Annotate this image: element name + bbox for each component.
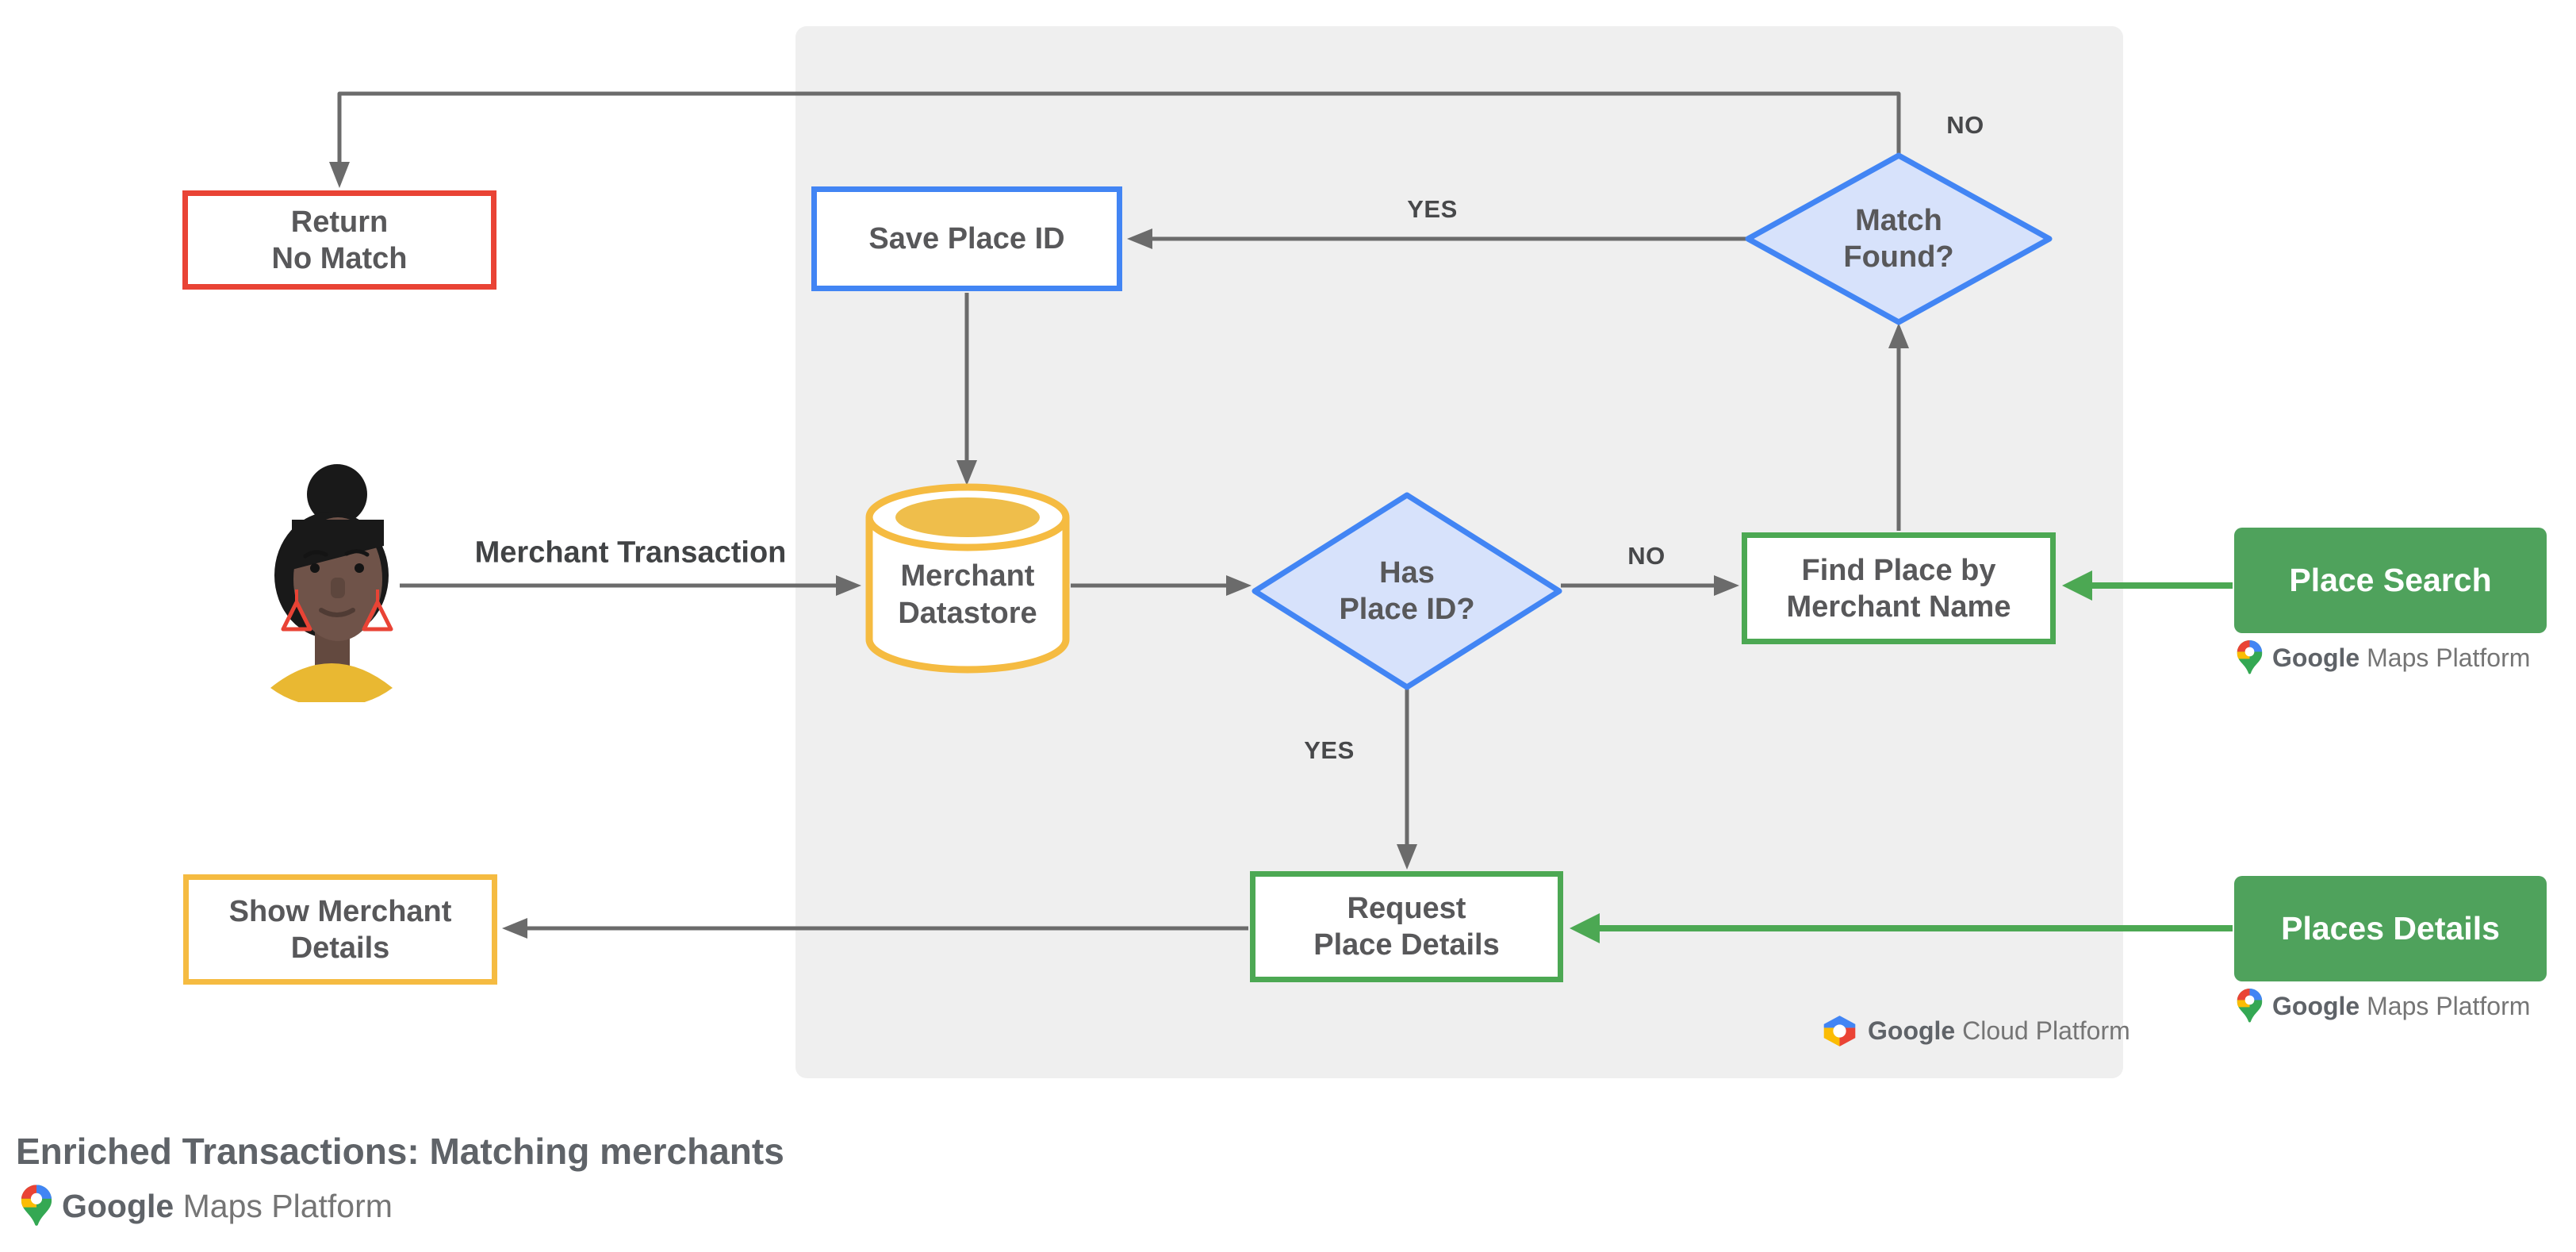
request-line2: Place Details: [1313, 928, 1500, 962]
maps-platform-text: Google Maps Platform: [62, 1188, 393, 1225]
brand-rest: Maps Platform: [2359, 643, 2531, 672]
node-has-place-id: Has Place ID?: [1251, 491, 1563, 691]
google-maps-pin-icon: [2237, 640, 2263, 674]
arrowhead-green-request: [1570, 913, 1600, 943]
node-places-details: Places Details: [2234, 876, 2547, 981]
person-avatar: [270, 464, 393, 702]
node-has-place-id-shape: [1252, 492, 1562, 690]
has-place-id-line1: Has: [1379, 556, 1435, 590]
request-line1: Request: [1347, 892, 1466, 925]
maps-platform-lockup-2: Google Maps Platform: [2237, 988, 2530, 1024]
brand-google: Google: [2272, 643, 2360, 672]
label-has-place-id-no: NO: [1627, 542, 1666, 570]
arrowhead-into-datastore-top: [956, 460, 977, 486]
label-match-found-yes: YES: [1407, 195, 1458, 223]
label-has-place-id-yes: YES: [1304, 736, 1355, 764]
brand-google: Google: [2272, 991, 2360, 1020]
return-no-match-line1: Return: [290, 205, 389, 239]
google-maps-pin-icon: [21, 1185, 52, 1226]
cloud-platform-text: Google Cloud Platform: [1868, 1016, 2130, 1046]
node-merchant-datastore: Merchant Datastore: [864, 554, 1071, 636]
arrowhead-into-findplace: [1714, 575, 1739, 596]
cloud-platform-lockup: Google Cloud Platform: [1821, 1015, 2130, 1047]
show-line2: Details: [290, 931, 390, 965]
arrowhead-green-findplace: [2062, 570, 2092, 601]
arrowhead-into-hasplaceid: [1226, 575, 1252, 596]
google-maps-pin-icon: [2237, 989, 2263, 1023]
datastore-line1: Merchant: [900, 559, 1035, 593]
place-search-label: Place Search: [2289, 562, 2492, 598]
node-save-place-id: Save Place ID: [811, 186, 1122, 291]
edge-no-feedback: [337, 91, 1901, 176]
save-place-id-label: Save Place ID: [868, 222, 1065, 255]
places-details-label: Places Details: [2281, 910, 2500, 947]
label-merchant-transaction: Merchant Transaction: [474, 536, 787, 570]
node-show-merchant-details: Show Merchant Details: [183, 874, 497, 985]
match-found-line2: Found?: [1843, 240, 1954, 274]
return-no-match-line2: No Match: [271, 241, 408, 275]
node-find-place: Find Place by Merchant Name: [1742, 532, 2056, 644]
node-place-search: Place Search: [2234, 528, 2547, 633]
node-request-place-details: Request Place Details: [1250, 871, 1563, 982]
maps-platform-lockup-1: Google Maps Platform: [2237, 639, 2530, 676]
match-found-line1: Match: [1855, 204, 1942, 237]
datastore-line2: Datastore: [898, 597, 1037, 630]
find-place-line2: Merchant Name: [1786, 590, 2011, 624]
maps-platform-text: Google Maps Platform: [2272, 992, 2530, 1021]
brand-rest: Cloud Platform: [1955, 1016, 2130, 1045]
google-cloud-hexagon-icon: [1823, 1016, 1856, 1047]
brand-google: Google: [62, 1187, 174, 1224]
diagram-title: Enriched Transactions: Matching merchant…: [16, 1131, 784, 1172]
label-match-found-no: NO: [1946, 111, 1984, 139]
node-return-no-match: Return No Match: [182, 190, 496, 290]
arrowhead-into-datastore-left: [836, 575, 861, 596]
has-place-id-line2: Place ID?: [1339, 593, 1475, 626]
maps-platform-text: Google Maps Platform: [2272, 643, 2530, 673]
brand-rest: Maps Platform: [174, 1187, 393, 1224]
node-match-found: Match Found?: [1743, 151, 2054, 327]
arrowhead-into-matchfound: [1888, 323, 1909, 348]
arrowhead-into-request: [1397, 844, 1417, 870]
arrowhead-into-return: [329, 162, 350, 188]
show-line1: Show Merchant: [228, 894, 452, 928]
maps-platform-lockup-footer: Google Maps Platform: [21, 1184, 393, 1228]
find-place-line1: Find Place by: [1801, 553, 1996, 587]
arrowhead-into-show: [502, 918, 527, 939]
arrowhead-into-save: [1127, 229, 1152, 249]
node-merchant-datastore-shape: [865, 483, 1070, 674]
node-match-found-shape: [1745, 152, 2053, 325]
brand-google: Google: [1868, 1016, 1956, 1045]
brand-rest: Maps Platform: [2359, 991, 2531, 1020]
